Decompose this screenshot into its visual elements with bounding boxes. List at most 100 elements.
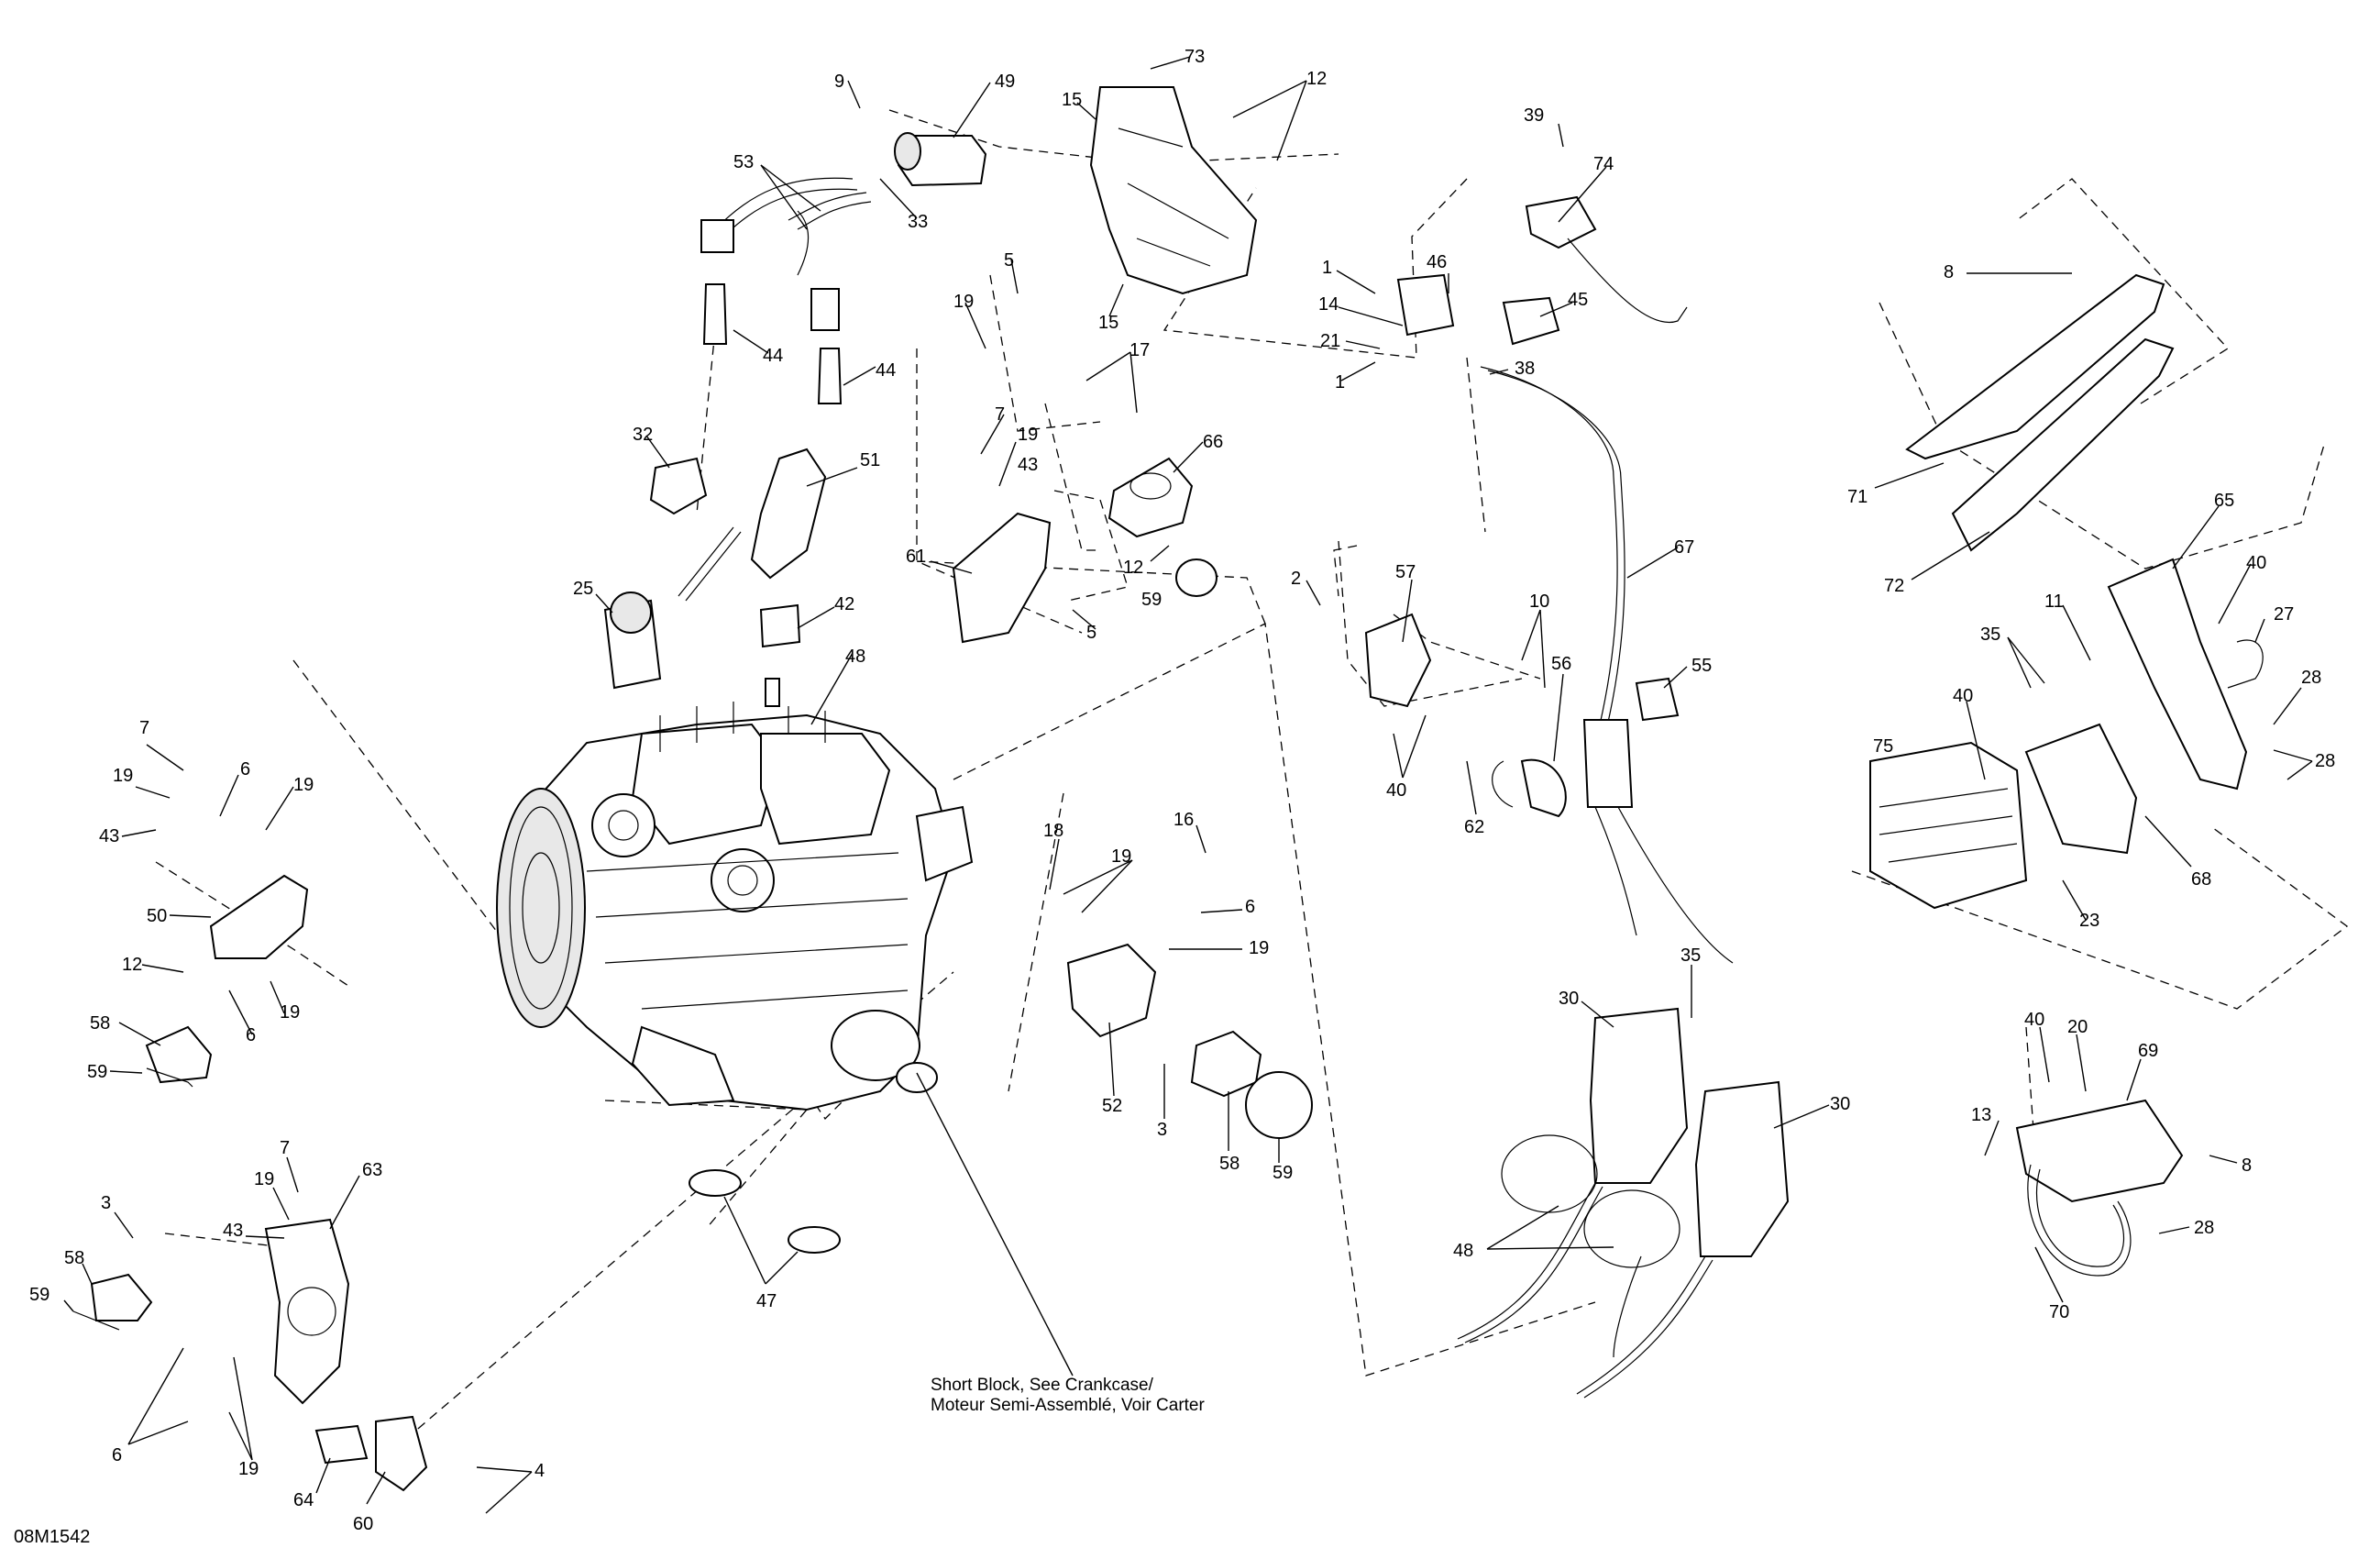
callout-60: 60 [353,1514,373,1534]
callout-21: 21 [1320,331,1340,351]
callout-46: 46 [1427,252,1447,272]
callout-19: 19 [293,775,314,795]
callout-56: 56 [1551,654,1571,674]
callout-52: 52 [1102,1096,1122,1116]
callout-40: 40 [1386,780,1406,801]
callout-15: 15 [1098,313,1118,333]
callout-28: 28 [2301,668,2321,688]
callout-11: 11 [2044,592,2064,612]
callout-58: 58 [64,1248,84,1268]
callout-59: 59 [1141,590,1162,610]
callout-50: 50 [147,906,167,926]
callout-64: 64 [293,1490,314,1510]
callout-48: 48 [1453,1241,1473,1261]
callout-15: 15 [1062,90,1082,110]
short-block-caption: Short Block, See Crankcase/ Moteur Semi-… [931,1376,1205,1416]
callout-72: 72 [1884,576,1904,596]
callout-5: 5 [1004,250,1014,271]
callout-12: 12 [1306,69,1327,89]
callout-35: 35 [1980,625,2000,645]
callout-43: 43 [223,1221,243,1241]
callout-19: 19 [1018,425,1038,445]
callout-3: 3 [101,1193,111,1213]
callout-20: 20 [2067,1017,2088,1037]
callout-13: 13 [1971,1105,1991,1125]
ignition-components [603,86,1258,707]
callout-39: 39 [1524,105,1544,126]
callout-3: 3 [1157,1120,1167,1140]
callout-47: 47 [756,1291,777,1311]
fuel-and-throttle-components [1364,195,1790,1399]
callout-33: 33 [908,212,928,232]
callout-53: 53 [733,152,754,172]
callout-19: 19 [280,1002,300,1023]
callout-51: 51 [860,450,880,470]
callout-labels: 9 49 15 73 12 53 33 15 44 44 5 19 17 7 1… [29,47,2335,1534]
callout-28: 28 [2315,751,2335,771]
callout-19: 19 [1249,938,1269,958]
callout-14: 14 [1318,294,1339,315]
callout-28: 28 [2194,1218,2214,1238]
callout-2: 2 [1291,569,1301,589]
callout-19: 19 [113,766,133,786]
callout-59: 59 [1273,1163,1293,1183]
callout-59: 59 [87,1062,107,1082]
callout-leader-lines [63,56,2313,1514]
electrical-components [1869,273,2264,1277]
callout-9: 9 [834,72,844,92]
callout-27: 27 [2274,604,2294,625]
callout-32: 32 [633,425,653,445]
callout-23: 23 [2079,911,2099,931]
callout-18: 18 [1043,821,1063,841]
engine-assembly [496,702,974,1111]
callout-7: 7 [280,1138,290,1158]
callout-69: 69 [2138,1041,2158,1061]
callout-30: 30 [1559,989,1579,1009]
callout-12: 12 [1123,558,1143,578]
callout-17: 17 [1129,340,1150,360]
callout-48: 48 [845,647,865,667]
callout-40: 40 [1953,686,1973,706]
callout-67: 67 [1674,537,1694,558]
callout-10: 10 [1529,592,1549,612]
callout-6: 6 [240,759,250,780]
callout-44: 44 [763,346,783,366]
callout-8: 8 [1944,262,1954,282]
callout-44: 44 [876,360,896,381]
callout-45: 45 [1568,290,1588,310]
callout-30: 30 [1830,1094,1850,1114]
callout-7: 7 [139,718,149,738]
callout-43: 43 [99,826,119,846]
callout-6: 6 [112,1445,122,1465]
callout-65: 65 [2214,491,2234,511]
callout-16: 16 [1173,810,1194,830]
callout-74: 74 [1593,154,1614,174]
caption-line-2: Moteur Semi-Assemblé, Voir Carter [931,1396,1205,1415]
callout-6: 6 [1245,897,1255,917]
reference-code: 08M1542 [14,1527,91,1547]
left-mount-brackets [72,874,428,1492]
callout-70: 70 [2049,1302,2069,1322]
callout-38: 38 [1515,359,1535,379]
callout-19: 19 [254,1169,274,1189]
engine-mount-brackets [689,457,1313,1254]
callout-61: 61 [906,547,926,567]
callout-19: 19 [1111,846,1131,867]
callout-49: 49 [995,72,1015,92]
callout-57: 57 [1395,562,1416,582]
callout-73: 73 [1184,47,1205,67]
callout-7: 7 [995,404,1005,425]
callout-19: 19 [953,292,974,312]
callout-8: 8 [2242,1155,2252,1176]
callout-25: 25 [573,579,593,599]
callout-66: 66 [1203,432,1223,452]
callout-43: 43 [1018,455,1038,475]
callout-75: 75 [1873,736,1893,757]
callout-35: 35 [1680,945,1701,966]
callout-63: 63 [362,1160,382,1180]
callout-12: 12 [122,955,142,975]
callout-4: 4 [534,1461,545,1481]
callout-59: 59 [29,1285,50,1305]
callout-58: 58 [1219,1154,1240,1174]
